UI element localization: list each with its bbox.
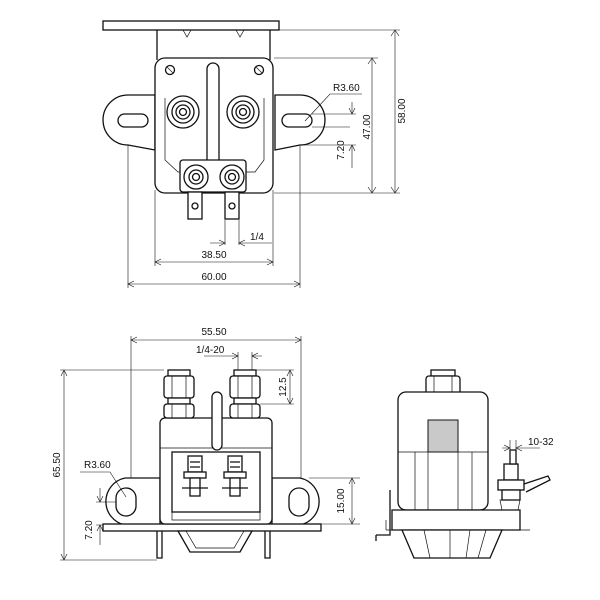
- dim-front-width: 55.50: [201, 327, 226, 338]
- main-terminal-left: [166, 95, 200, 129]
- main-terminal-right: [226, 95, 260, 129]
- dim-front-height: 65.50: [52, 452, 63, 477]
- small-terminal-right: [219, 164, 245, 190]
- dim-front-slot-offset: 7.20: [84, 520, 95, 540]
- bracket-foot-right: [264, 531, 271, 559]
- mounting-ear-left: [102, 94, 156, 151]
- dim-stud-thread: 1/4-20: [196, 345, 225, 356]
- front-small-terminal-left: [182, 455, 208, 497]
- dim-height-overall: 58.00: [397, 98, 408, 123]
- dim-front-radius: R3.60: [84, 460, 111, 471]
- corner-screw: [164, 64, 176, 76]
- side-bracket: [375, 490, 391, 541]
- ear-slot-right: [281, 113, 313, 128]
- front-small-terminal-right: [222, 455, 248, 497]
- dim-terminal: 1/4: [250, 232, 264, 243]
- top-view: 58.00 47.00 7.20 R3.60 1/4 38.50 60.00: [102, 20, 408, 288]
- corner-screw: [253, 64, 265, 76]
- side-view: 10-32: [375, 369, 554, 559]
- mounting-ear-right: [274, 94, 326, 151]
- dim-slot-offset: 7.20: [336, 140, 347, 160]
- top-bracket-plate: [102, 20, 280, 31]
- front-stud-left: [163, 369, 195, 419]
- dim-width-overall: 60.00: [201, 272, 226, 283]
- ear-slot-left: [117, 113, 149, 128]
- bracket-foot-left: [156, 531, 163, 559]
- dim-radius: R3.60: [333, 83, 360, 94]
- side-base: [391, 509, 521, 531]
- dim-stud-height: 12.5: [278, 377, 289, 397]
- front-ear-slot-right: [288, 487, 310, 517]
- front-base: [176, 530, 254, 553]
- dim-front-slot-height: 15.00: [336, 488, 347, 513]
- spade-tab-left: [187, 191, 203, 220]
- small-terminal-left: [183, 164, 209, 190]
- front-mounting-flange: [105, 477, 161, 526]
- front-view: 55.50 1/4-20 12.5 65.50 R3.60 7.20 15.00: [52, 327, 360, 561]
- dim-width-body: 38.50: [201, 250, 226, 261]
- spade-tab-right: [224, 191, 240, 220]
- dim-side-thread: 10-32: [528, 437, 554, 448]
- front-stud-right: [229, 369, 261, 419]
- dim-height-body: 47.00: [362, 114, 373, 139]
- side-terminal-stud: [497, 449, 551, 511]
- center-rib: [206, 62, 220, 176]
